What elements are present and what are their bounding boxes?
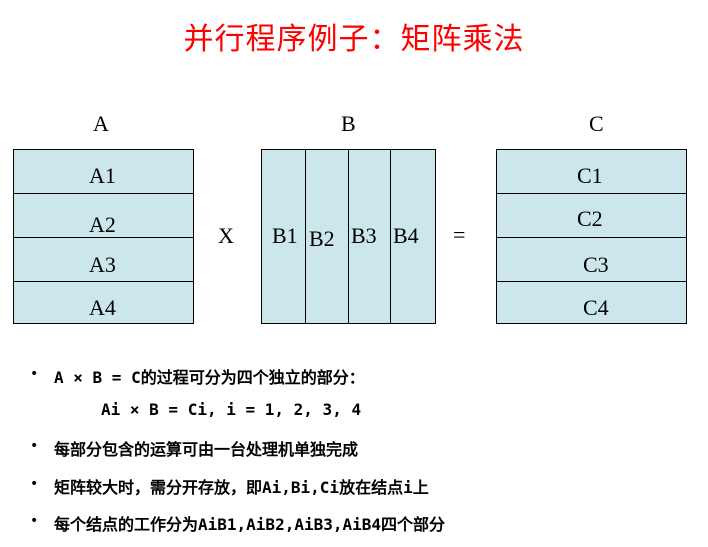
- bullet-text: 每个结点的工作分为AiB1,AiB2,AiB3,AiB4四个部分: [54, 515, 446, 534]
- bullet-subtext: Ai × B = Ci, i = 1, 2, 3, 4: [101, 400, 362, 419]
- matrix-b-label: B: [341, 111, 356, 136]
- matrix-b-col-label: B3: [351, 223, 377, 248]
- matrix-b-col-label: B4: [393, 223, 419, 248]
- matrix-a-row-label: A1: [89, 163, 116, 188]
- bullet-text: 每部分包含的运算可由一台处理机单独完成: [54, 440, 359, 459]
- matrix-a-row-divider: [14, 281, 193, 282]
- bullet-text: A × B = C的过程可分为四个独立的部分：: [54, 368, 365, 387]
- bullet-marker: •: [30, 366, 39, 382]
- equals-symbol: =: [453, 222, 466, 247]
- matrix-c-row-label: C4: [583, 295, 609, 320]
- matrix-c: C1 C2 C3 C4: [496, 149, 687, 324]
- matrix-b-col-label: B2: [309, 226, 335, 251]
- matrix-a-row-label: A3: [89, 252, 116, 277]
- multiply-symbol: X: [218, 223, 234, 248]
- matrix-a-row-divider: [14, 237, 193, 238]
- matrix-b-col-divider: [348, 150, 349, 323]
- bullet-marker: •: [30, 513, 39, 529]
- bullet-marker: •: [30, 438, 39, 454]
- matrix-a-label: A: [93, 111, 109, 136]
- matrix-b: B1 B2 B3 B4: [261, 149, 436, 324]
- matrix-c-row-label: C1: [577, 163, 603, 188]
- bullet-text: 矩阵较大时，需分开存放，即Ai,Bi,Ci放在结点i上: [54, 478, 429, 497]
- slide-title: 并行程序例子：矩阵乘法: [183, 22, 525, 57]
- matrix-a-row-label: A2: [89, 212, 116, 237]
- matrix-c-row-label: C3: [583, 252, 609, 277]
- matrix-c-row-divider: [497, 281, 686, 282]
- matrix-a-row-divider: [14, 193, 193, 194]
- matrix-c-row-divider: [497, 193, 686, 194]
- matrix-c-row-label: C2: [577, 206, 603, 231]
- matrix-a-row-label: A4: [89, 295, 116, 320]
- matrix-b-col-label: B1: [272, 223, 298, 248]
- matrix-b-col-divider: [390, 150, 391, 323]
- matrix-a: A1 A2 A3 A4: [13, 149, 194, 324]
- matrix-c-label: C: [589, 111, 604, 136]
- bullet-marker: •: [30, 476, 39, 492]
- matrix-c-row-divider: [497, 237, 686, 238]
- matrix-b-col-divider: [305, 150, 306, 323]
